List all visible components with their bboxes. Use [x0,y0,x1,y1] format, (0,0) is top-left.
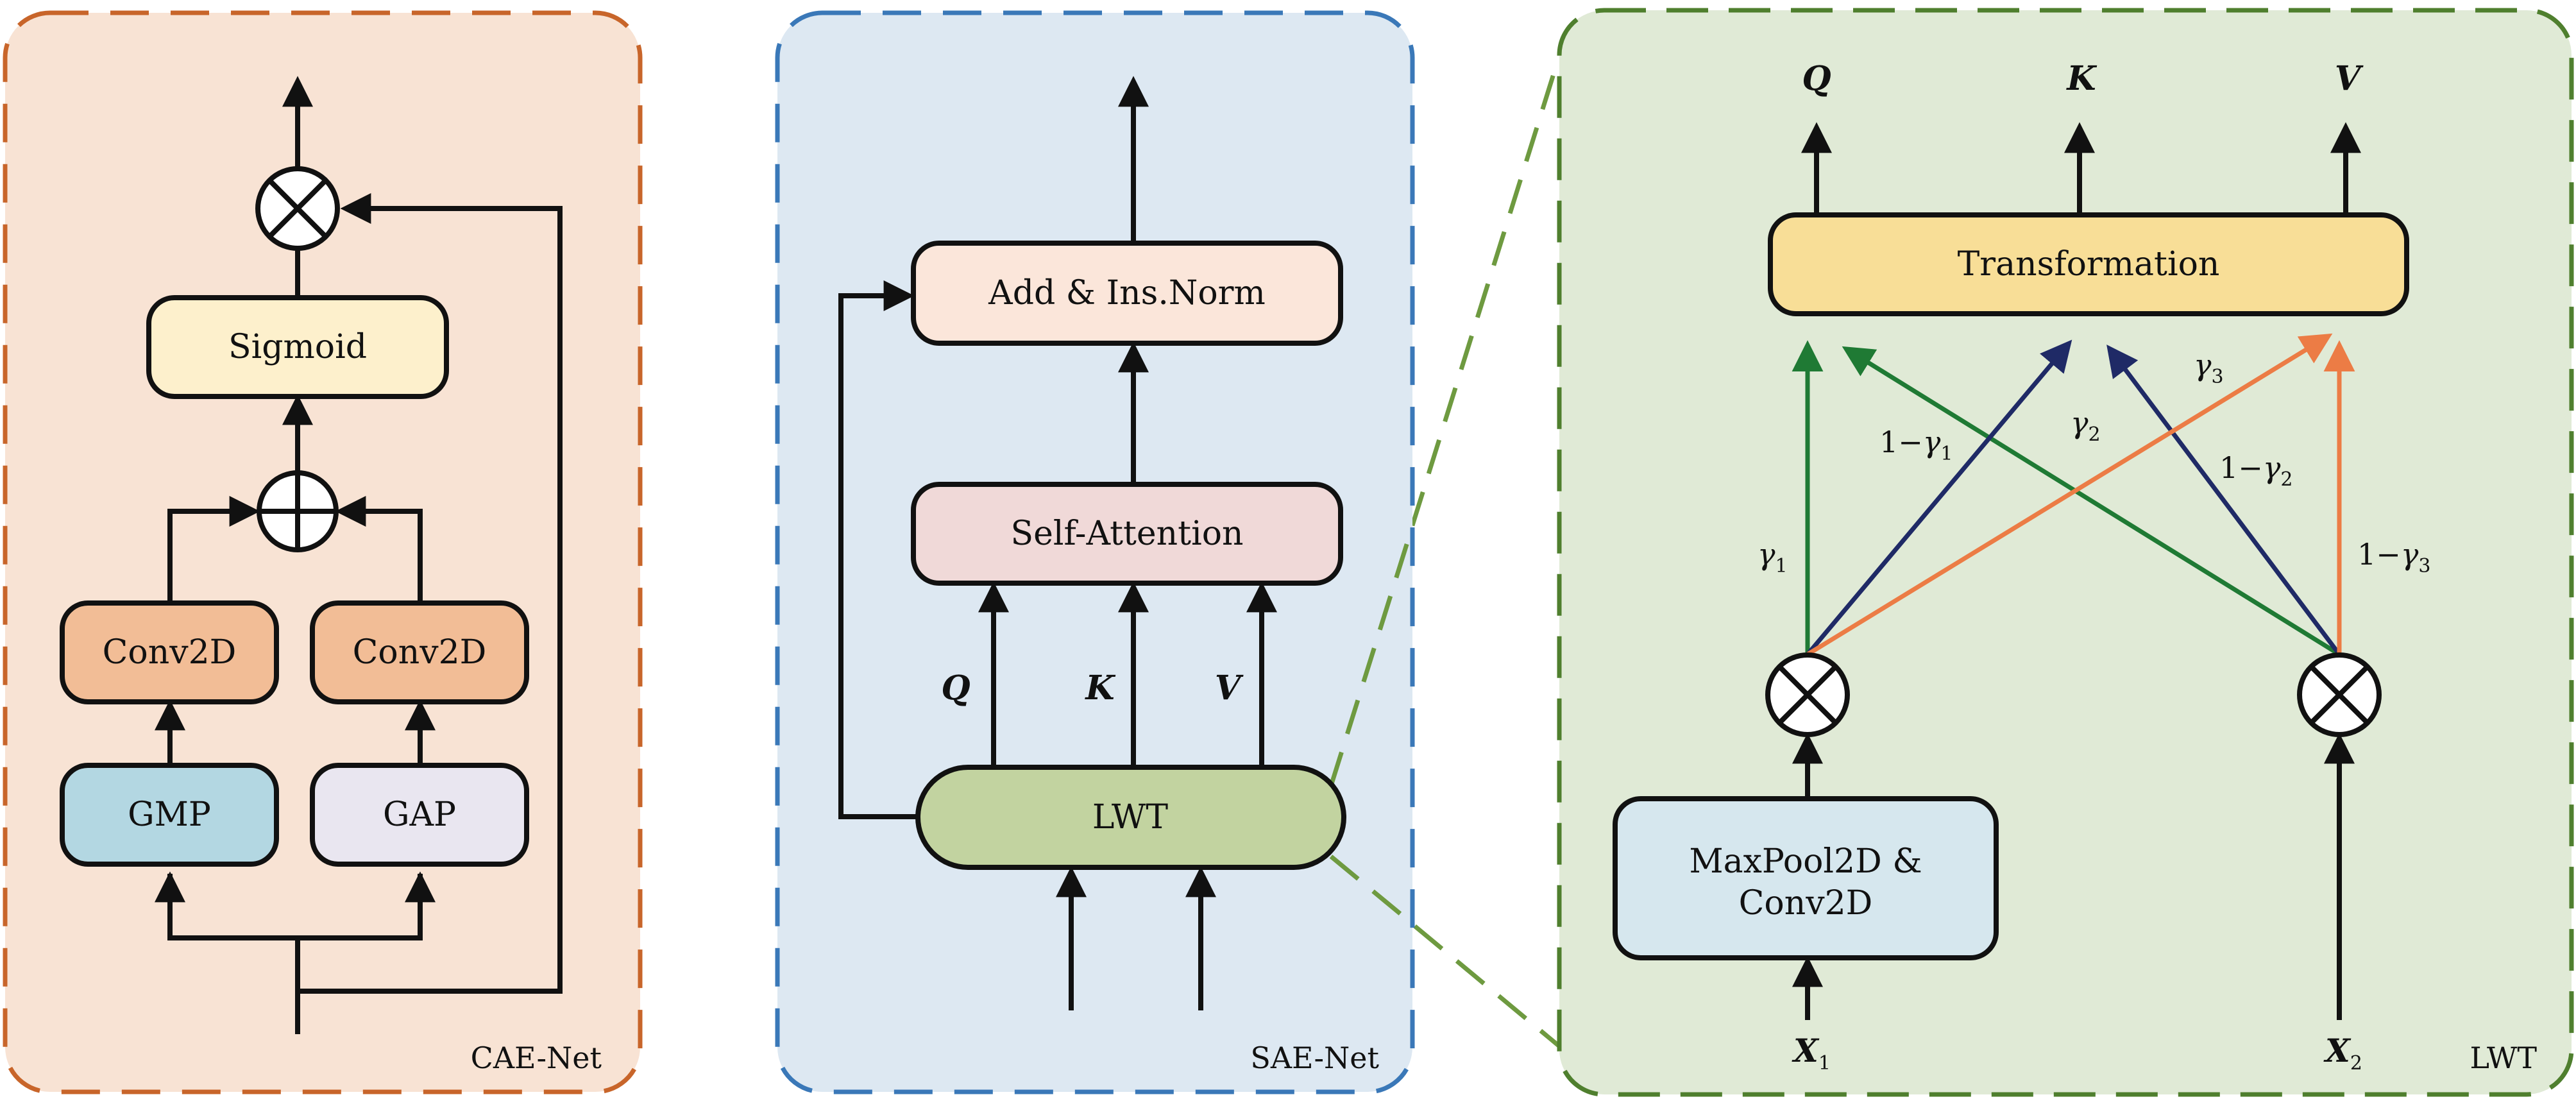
weight-gamma1: γ1 [1758,537,1788,577]
lwt-pill-label: LWT [1092,798,1168,837]
arrow-x2-1-gamma1 [1842,346,2341,656]
sigmoid-label: Sigmoid [228,328,367,366]
add-norm-box [911,241,1343,346]
maxpool-conv-label: MaxPool2D & [1689,842,1922,881]
arrow-x1-gamma3 [1806,333,2333,656]
weight-1-minus-gamma2: 1−γ2 [2219,450,2292,491]
k-label: K [1084,668,1115,708]
gmp-label: GMP [128,795,211,834]
input-x2-label: X2 [2323,1032,2362,1075]
add-operator-icon [257,470,339,552]
lwt-k-label: K [2065,59,2097,98]
transformation-box [1768,212,2409,316]
transformation-label: Transformation [1958,245,2220,284]
cae-net-panel: GMP GAP Conv2D Conv2D Sigmoid CAE-Net [3,10,643,1094]
v-label: V [1215,668,1244,708]
conv2d-right-label: Conv2D [353,633,487,672]
conv2d-left-label: Conv2D [103,633,237,672]
self-attention-box [911,482,1343,586]
zoom-connector-bottom [1329,855,1561,1048]
lwt-multiply-left-icon [1765,652,1850,737]
weight-gamma2: γ2 [2071,405,2101,446]
lwt-multiply-right-icon [2297,652,2382,737]
sae-skip-arrow [838,280,919,819]
conv-left-to-add-arrow [167,496,260,603]
self-attention-label: Self-Attention [1010,515,1243,553]
lwt-panel: Q K V Transformation γ1 1−γ1 γ2 1−γ2 γ3 … [1557,8,2574,1097]
lwt-v-label: V [2335,59,2364,98]
multiply-operator-icon [255,166,340,251]
lwt-q-label: Q [1802,59,1831,98]
input-x1-label: X1 [1792,1032,1831,1075]
conv-right-to-add-arrow [335,496,423,603]
sae-net-label: SAE-Net [1250,1041,1379,1075]
cae-net-label: CAE-Net [471,1041,602,1075]
add-norm-label: Add & Ins.Norm [988,274,1266,312]
cae-skip-line [298,193,563,994]
sae-net-panel: LWT Q K V Self-Attention Add & Ins.Norm … [775,10,1415,1094]
q-label: Q [941,668,970,708]
maxpool-conv-label-line2: Conv2D [1739,884,1873,923]
zoom-connector-top-inner [1328,525,1415,787]
arrow-x1-1-gamma2 [1806,339,2072,656]
weight-1-minus-gamma3: 1−γ3 [2357,537,2430,577]
lwt-panel-label: LWT [2470,1041,2537,1075]
zoom-connector-bottom-inner [1329,855,1414,926]
arrow-x2-gamma2 [2106,345,2341,656]
weight-gamma3: γ3 [2194,348,2224,388]
weight-1-minus-gamma1: 1−γ1 [1879,425,1953,465]
gap-label: GAP [383,795,456,834]
